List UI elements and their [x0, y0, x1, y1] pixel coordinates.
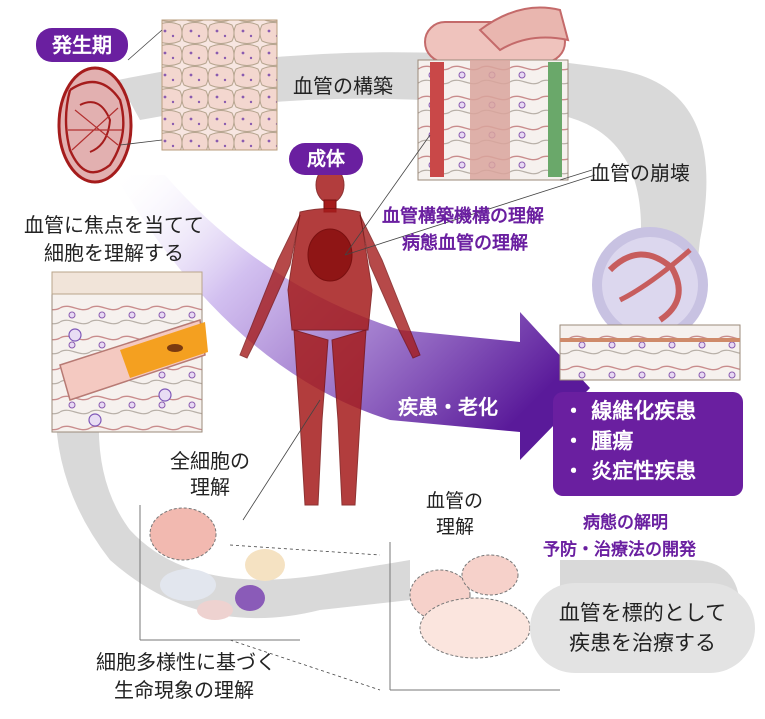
understanding-line2: 病態血管の理解	[402, 233, 528, 254]
vessel-understanding-line1: 血管の	[426, 490, 484, 512]
treatment-bubble: 血管を標的として 疾患を治療する	[530, 583, 755, 673]
focus-label-line2: 細胞を理解する	[44, 241, 184, 265]
collapsed-vessel-illustration	[559, 227, 741, 381]
treat-line2: 疾患を治療する	[569, 631, 716, 655]
vessel-construction-label: 血管の構築	[293, 74, 393, 98]
disease-item: ・ 線維化疾患	[563, 399, 697, 423]
constructed-vessel-illustration	[417, 6, 570, 181]
pathology-line2: 予防・治療法の開発	[543, 540, 696, 560]
developmental-stage-badge: 発生期	[36, 28, 128, 62]
vessel-cell-cluster	[389, 542, 560, 691]
pathology-line1: 病態の解明	[583, 513, 668, 533]
cycle-band-lower	[55, 360, 411, 619]
disease-list-box: ・ 線維化疾患 ・ 腫瘍 ・ 炎症性疾患	[553, 392, 743, 496]
cell-diversity-plot	[139, 505, 300, 641]
whole-cell-label-line1: 全細胞の	[170, 449, 250, 473]
disease-item: ・ 炎症性疾患	[563, 459, 697, 483]
whole-cell-label-line2: 理解	[190, 475, 230, 499]
cell-tissue-illustration	[51, 271, 208, 433]
diversity-line2: 生命現象の理解	[114, 678, 254, 702]
diversity-line1: 細胞多様性に基づく	[96, 650, 276, 674]
human-vascular-figure	[239, 166, 421, 506]
embryo-illustration	[57, 66, 133, 184]
disease-aging-label: 疾患・老化	[398, 395, 498, 419]
disease-item: ・ 腫瘍	[563, 429, 634, 453]
adult-badge: 成体	[289, 143, 363, 175]
treat-line1: 血管を標的として	[558, 601, 727, 625]
understanding-line1: 血管構築機構の理解	[382, 206, 544, 227]
vessel-understanding-line2: 理解	[436, 516, 475, 538]
early-vessel-panel	[161, 19, 278, 151]
vessel-collapse-label: 血管の崩壊	[590, 161, 690, 185]
focus-label-line1: 血管に焦点を当てて	[24, 213, 204, 237]
